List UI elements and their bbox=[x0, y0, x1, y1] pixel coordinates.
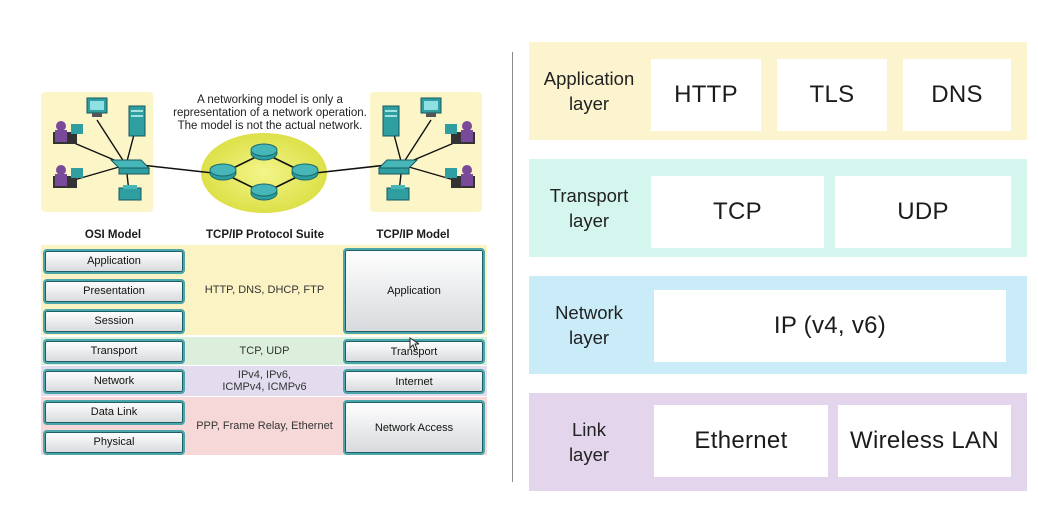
application-layer-label: Application layer bbox=[529, 42, 649, 140]
caption-line: A networking model is only a bbox=[197, 94, 343, 106]
dns-cell: DNS bbox=[903, 59, 1011, 131]
osi-session: Session bbox=[43, 309, 185, 334]
caption-line: The model is not the actual network. bbox=[177, 120, 363, 132]
osi-network: Network bbox=[43, 369, 185, 394]
tcpip-model-header: TCP/IP Model bbox=[376, 229, 450, 241]
http-cell: HTTP bbox=[651, 59, 761, 131]
link-layer-label: Link layer bbox=[529, 393, 649, 491]
layer-label-line: Transport bbox=[549, 185, 629, 206]
osi-presentation: Presentation bbox=[43, 279, 185, 304]
network-diagram-svg bbox=[53, 97, 475, 213]
server-icon bbox=[128, 105, 146, 137]
user-at-desk-icon bbox=[445, 165, 475, 188]
layer-label-line: layer bbox=[568, 444, 610, 465]
suite-transport-protocols: TCP, UDP bbox=[239, 345, 290, 357]
suite-application-protocols: HTTP, DNS, DHCP, FTP bbox=[204, 284, 325, 296]
tls-cell: TLS bbox=[777, 59, 887, 131]
ethernet-cell: Ethernet bbox=[654, 405, 828, 477]
switch-icon bbox=[109, 159, 151, 175]
switch-icon bbox=[377, 159, 419, 175]
phone-icon bbox=[118, 185, 142, 201]
server-icon bbox=[382, 105, 400, 137]
suite-network-protocols: IPv4, IPv6, ICMPv4, ICMPv6 bbox=[189, 367, 340, 395]
network-layer-row: Network layer IP (v4, v6) bbox=[529, 276, 1027, 374]
layer-label-line: Application bbox=[543, 68, 635, 89]
vertical-divider bbox=[512, 52, 513, 482]
ip-cell: IP (v4, v6) bbox=[654, 290, 1006, 362]
tcpip-internet: Internet bbox=[343, 369, 485, 394]
osi-model-header: OSI Model bbox=[84, 229, 142, 241]
user-at-desk-icon bbox=[53, 121, 83, 144]
router-icon bbox=[291, 163, 319, 181]
caption-line: representation of a network operation. bbox=[173, 107, 367, 119]
osi-data-link: Data Link bbox=[43, 400, 185, 425]
wireless-lan-cell: Wireless LAN bbox=[838, 405, 1011, 477]
suite-network-line: ICMPv4, ICMPv6 bbox=[222, 381, 307, 393]
router-icon bbox=[250, 143, 278, 161]
user-at-desk-icon bbox=[445, 121, 475, 144]
monitor-icon bbox=[420, 97, 442, 117]
network-illustration bbox=[41, 92, 487, 217]
layer-label-line: layer bbox=[568, 327, 610, 348]
router-icon bbox=[250, 183, 278, 201]
wan-cloud bbox=[201, 133, 327, 213]
router-icon bbox=[209, 163, 237, 181]
transport-layer-row: Transport layer TCP UDP bbox=[529, 159, 1027, 257]
suite-network-line: IPv4, IPv6, bbox=[237, 369, 292, 381]
udp-cell: UDP bbox=[835, 176, 1011, 248]
tcpip-application: Application bbox=[343, 248, 485, 334]
protocol-suite-header: TCP/IP Protocol Suite bbox=[206, 229, 324, 241]
link-layer-row: Link layer Ethernet Wireless LAN bbox=[529, 393, 1027, 491]
monitor-icon bbox=[86, 97, 108, 117]
layer-label-line: layer bbox=[568, 210, 610, 231]
layer-label-line: layer bbox=[568, 93, 610, 114]
layer-label-line: Link bbox=[572, 419, 606, 440]
mouse-cursor-icon bbox=[409, 337, 419, 351]
transport-layer-label: Transport layer bbox=[529, 159, 649, 257]
network-caption: A networking model is only a representat… bbox=[170, 94, 370, 133]
user-at-desk-icon bbox=[53, 165, 83, 188]
network-layer-label: Network layer bbox=[529, 276, 649, 374]
osi-physical: Physical bbox=[43, 430, 185, 455]
application-layer-row: Application layer HTTP TLS DNS bbox=[529, 42, 1027, 140]
tcpip-network-access: Network Access bbox=[343, 400, 485, 455]
suite-link-protocols: PPP, Frame Relay, Ethernet bbox=[196, 420, 333, 432]
layer-label-line: Network bbox=[555, 302, 623, 323]
osi-application: Application bbox=[43, 249, 185, 274]
tcp-cell: TCP bbox=[651, 176, 824, 248]
phone-icon bbox=[386, 185, 410, 201]
osi-transport: Transport bbox=[43, 339, 185, 364]
